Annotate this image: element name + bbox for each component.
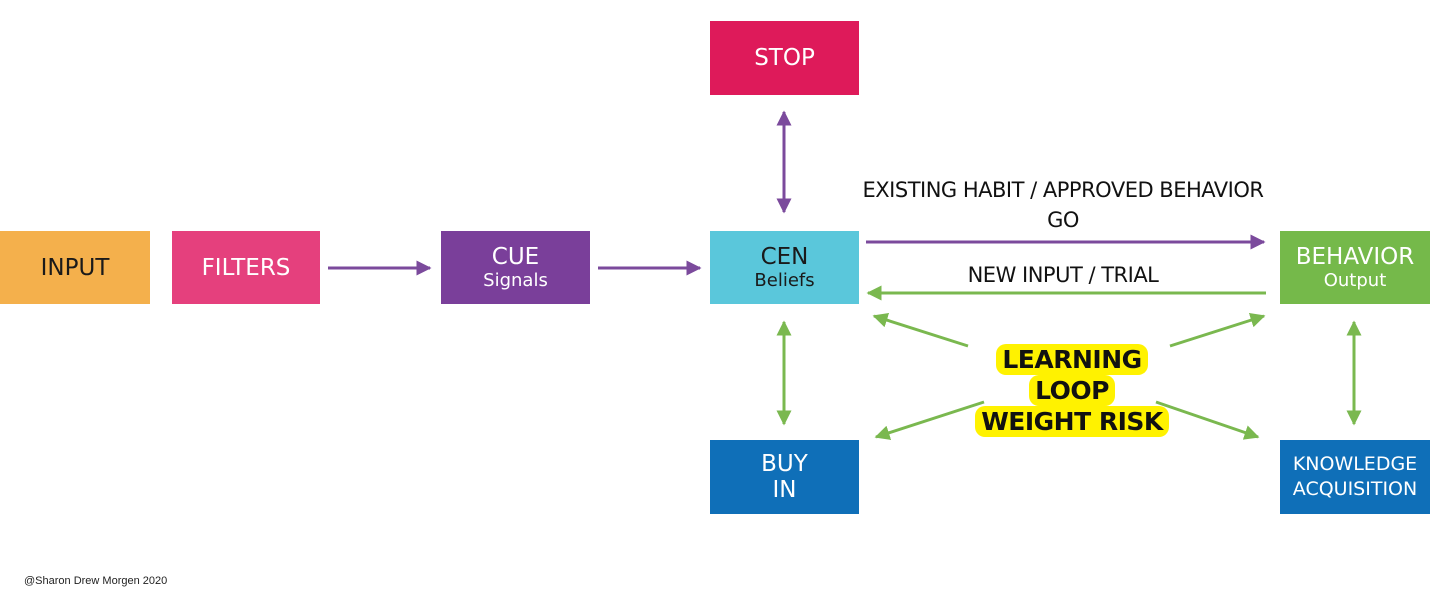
learning-loop-line1: LEARNING LOOP <box>996 344 1148 406</box>
stop-node-label: STOP <box>754 45 815 71</box>
arrow-loop-to-behavior <box>1169 312 1266 348</box>
input-node: INPUT <box>0 231 150 304</box>
knowledge-node: KNOWLEDGE ACQUISITION <box>1280 440 1430 514</box>
cen-node-title: CEN <box>760 243 809 270</box>
go-label: GO <box>1047 208 1079 232</box>
cen-node: CEN Beliefs <box>710 231 859 304</box>
learning-loop-line2: WEIGHT RISK <box>975 406 1169 437</box>
arrow-loop-to-buyin <box>874 400 985 440</box>
cue-node: CUE Signals <box>441 231 590 304</box>
buy-in-node-line1: BUY <box>761 451 808 477</box>
new-input-label: NEW INPUT / TRIAL <box>967 263 1159 287</box>
buy-in-node-line2: IN <box>772 477 797 503</box>
behavior-node-title: BEHAVIOR <box>1295 243 1415 270</box>
cue-node-title: CUE <box>491 243 540 270</box>
cen-node-subtitle: Beliefs <box>754 269 815 291</box>
arrow-loop-to-cen <box>872 312 969 348</box>
knowledge-node-line1: KNOWLEDGE <box>1292 453 1418 475</box>
copyright-text: @Sharon Drew Morgen 2020 <box>24 575 168 587</box>
knowledge-node-line2: ACQUISITION <box>1292 478 1418 500</box>
buy-in-node: BUY IN <box>710 440 859 514</box>
stop-node: STOP <box>710 21 859 95</box>
behavior-node-subtitle: Output <box>1323 269 1387 291</box>
behavior-node: BEHAVIOR Output <box>1280 231 1430 304</box>
filters-node: FILTERS <box>172 231 320 304</box>
filters-node-label: FILTERS <box>201 254 291 281</box>
arrow-loop-to-knowledge <box>1155 400 1260 440</box>
cue-node-subtitle: Signals <box>483 269 548 291</box>
existing-habit-label: EXISTING HABIT / APPROVED BEHAVIOR <box>862 178 1264 202</box>
input-node-label: INPUT <box>40 254 110 281</box>
learning-loop-label: LEARNING LOOP WEIGHT RISK <box>966 344 1178 437</box>
